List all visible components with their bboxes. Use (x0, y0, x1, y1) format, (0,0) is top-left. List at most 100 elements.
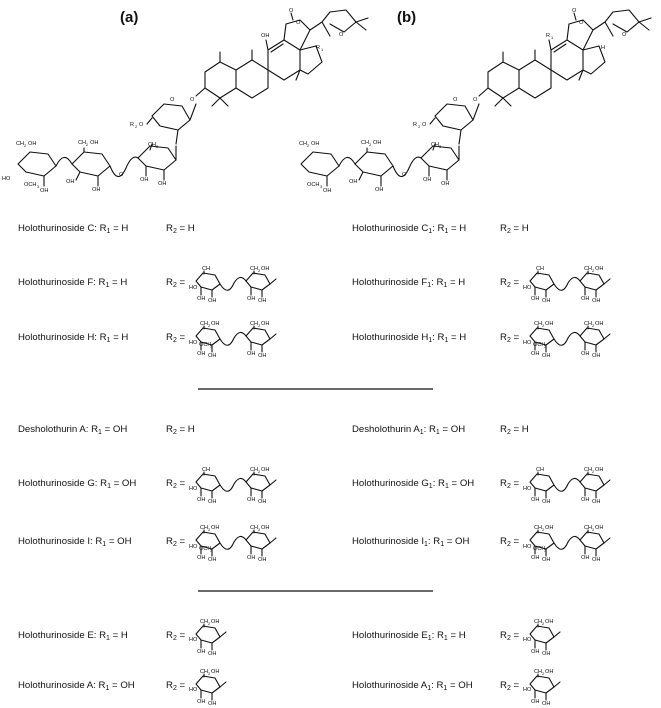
r1-value: H (459, 223, 467, 234)
xylose-a: O R 2 O (130, 97, 197, 145)
compound-name-sub: 1 (427, 635, 432, 642)
r2-label: R2 = (166, 277, 186, 289)
r1-value: OH (455, 536, 470, 547)
svg-text:OH: OH (258, 557, 266, 563)
svg-text:OH: OH (595, 525, 603, 531)
svg-text:OH: OH (375, 187, 383, 193)
svg-text:CH: CH (250, 525, 258, 531)
svg-text:CH: CH (250, 467, 258, 473)
svg-text:2: 2 (592, 527, 595, 532)
svg-text:O: O (296, 20, 301, 26)
svg-text:HO: HO (189, 340, 198, 346)
svg-text:HO: HO (189, 544, 198, 550)
r2-value: H (187, 223, 195, 234)
svg-text:CH: CH (584, 266, 592, 272)
svg-text:3: 3 (210, 344, 213, 349)
svg-text:OCH: OCH (533, 546, 545, 552)
svg-text:OCH: OCH (199, 546, 211, 552)
svg-text:OCH: OCH (533, 342, 545, 348)
svg-text:OH: OH (197, 351, 205, 357)
r1-value: OH (450, 424, 466, 435)
svg-text:OH: OH (581, 351, 589, 357)
compound-name: Holothurinoside G (18, 478, 95, 489)
svg-text:OH: OH (197, 699, 205, 705)
svg-text:OH: OH (542, 499, 550, 505)
svg-text:OH: OH (531, 555, 539, 561)
svg-text:CH: CH (536, 266, 544, 272)
svg-text:3: 3 (156, 144, 159, 149)
svg-text:OH: OH (197, 555, 205, 561)
svg-text:O: O (402, 172, 407, 178)
compound-name: Holothurinoside E (352, 630, 428, 641)
svg-text:OH: OH (140, 177, 148, 183)
svg-text:OH: OH (208, 353, 216, 359)
oligosaccharide-b: CH 3 OH OH CH 2 OH OH OH CH 2 OH OCH 3 O… (299, 140, 460, 194)
svg-text:OH: OH (211, 619, 219, 625)
svg-text:2: 2 (542, 527, 545, 532)
r2-label: R2 = H (500, 424, 529, 436)
compound-label: Holothurinoside C1: R1 = H (352, 223, 467, 235)
compound-label: Holothurinoside F: R1 = H (18, 277, 128, 289)
svg-text:OH: OH (531, 497, 539, 503)
svg-text:OH: OH (531, 699, 539, 705)
svg-text:OH: OH (208, 499, 216, 505)
svg-text:CH: CH (78, 140, 86, 146)
svg-text:3: 3 (37, 184, 40, 189)
svg-text:CH: CH (200, 321, 208, 327)
compound-label: Holothurinoside A: R1 = OH (18, 680, 135, 692)
r1-value: H (120, 630, 128, 641)
svg-text:OH: OH (542, 701, 550, 707)
r2-label: R2 = H (166, 223, 195, 235)
svg-text:3: 3 (544, 344, 547, 349)
svg-text:2: 2 (258, 268, 261, 273)
compound-name: Holothurinoside C (352, 223, 429, 234)
r1-value: OH (458, 680, 473, 691)
oligosaccharide-a: CH 3 OH OH CH 2 OH OH OH CH 2 OH HO OCH … (2, 140, 177, 194)
svg-text:O: O (170, 97, 175, 103)
svg-text:OH: OH (581, 497, 589, 503)
compound-name: Holothurinoside F (352, 277, 428, 288)
svg-text:OH: OH (373, 140, 381, 146)
svg-text:CH: CH (534, 525, 542, 531)
r1-value: H (121, 223, 129, 234)
svg-text:OH: OH (247, 497, 255, 503)
svg-text:CH: CH (16, 141, 24, 147)
r1-value: OH (120, 680, 135, 691)
svg-text:O: O (579, 20, 584, 26)
r1-value: OH (121, 478, 137, 489)
compound-label: Holothurinoside I1: R1 = OH (352, 536, 470, 548)
svg-text:HO: HO (189, 285, 198, 291)
svg-text:CH: CH (200, 525, 208, 531)
svg-text:OH: OH (423, 177, 431, 183)
r2-label: R2 = (166, 478, 186, 490)
panel-label-a: (a) (120, 9, 138, 26)
svg-text:HO: HO (523, 486, 532, 492)
compound-label: Holothurinoside G: R1 = OH (18, 478, 137, 490)
svg-text:CH: CH (200, 619, 208, 625)
svg-text:OH: OH (208, 651, 216, 657)
svg-text:OH: OH (247, 351, 255, 357)
svg-text:O: O (139, 122, 144, 128)
r1-value: OH (112, 424, 128, 435)
svg-text:2: 2 (258, 323, 261, 328)
r2-label: R2 = H (500, 223, 529, 235)
compound-label: Holothurinoside G1: R1 = OH (352, 478, 475, 490)
svg-text:2: 2 (592, 323, 595, 328)
svg-text:OH: OH (258, 499, 266, 505)
compound-label: Holothurinoside H1: R1 = H (352, 332, 467, 344)
svg-text:HO: HO (523, 687, 532, 693)
svg-text:HO: HO (189, 486, 198, 492)
svg-text:2: 2 (208, 671, 211, 676)
svg-text:HO: HO (2, 176, 11, 182)
svg-text:2: 2 (592, 268, 595, 273)
svg-text:2: 2 (208, 323, 211, 328)
svg-text:OCH: OCH (24, 182, 36, 188)
svg-text:HO: HO (523, 340, 532, 346)
svg-text:OH: OH (258, 298, 266, 304)
